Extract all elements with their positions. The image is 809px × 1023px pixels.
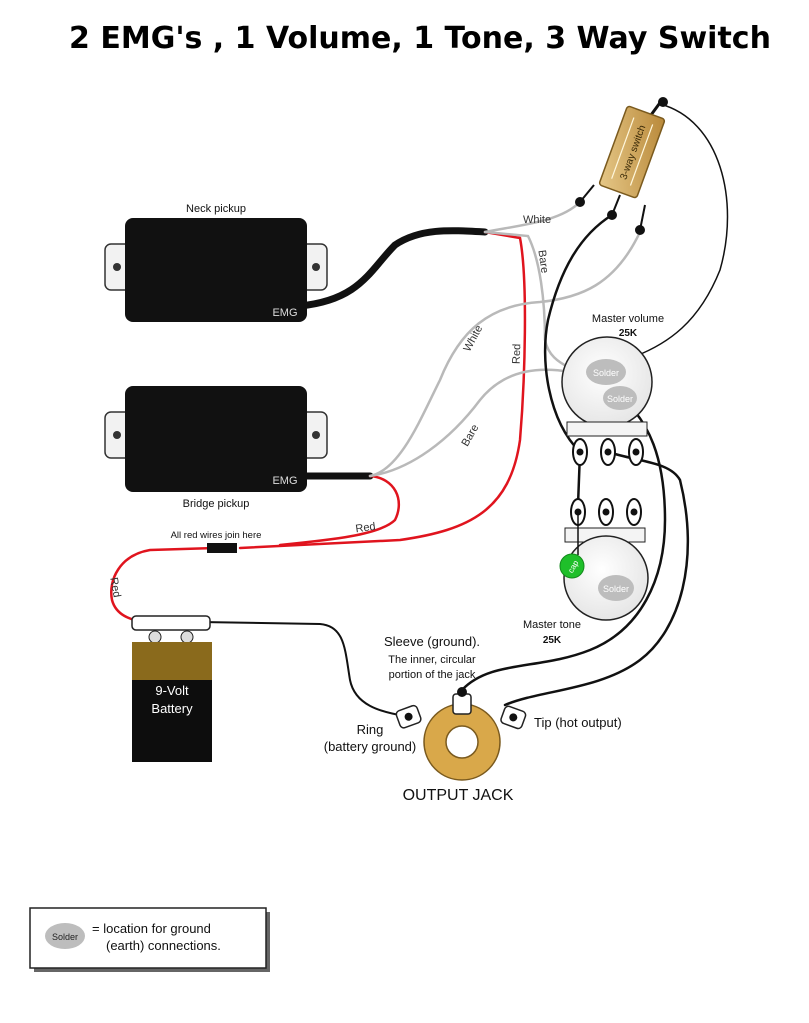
sleeve-label-line3: portion of the jack (389, 669, 476, 681)
bridge-pickup-brand: EMG (272, 475, 297, 487)
tone-value: 25K (543, 635, 562, 646)
volume-label: Master volume (592, 313, 664, 325)
bridge-white-wire (368, 230, 642, 478)
ground-to-sleeve-wire (460, 393, 667, 692)
battery-top (132, 642, 212, 680)
red-wire-join: All red wires join here (171, 530, 262, 553)
volume-pot-base (566, 421, 648, 437)
volume-to-tip-wire (503, 450, 690, 707)
volume-solder-top-label: Solder (593, 368, 619, 378)
sleeve-label-line2: The inner, circular (388, 654, 476, 666)
legend-text-line1: = location for ground (92, 921, 211, 936)
volume-pot: Master volume 25K Solder Solder (561, 313, 664, 466)
battery-label-line2: Battery (151, 701, 193, 716)
sleeve-label-line1: Sleeve (ground). (384, 634, 480, 649)
volume-solder-bottom-label: Solder (607, 394, 633, 404)
ring-label-line2: (battery ground) (324, 739, 417, 754)
neck-pickup-brand: EMG (272, 307, 297, 319)
join-label: All red wires join here (171, 530, 262, 541)
diagram-title: 2 EMG's , 1 Volume, 1 Tone, 3 Way Switch (69, 21, 771, 56)
tone-pot: Solder cap Master tone 25K (523, 498, 649, 646)
bridge-red-wire (278, 474, 401, 547)
battery-ground-wire (199, 621, 406, 717)
output-jack-label: OUTPUT JACK (403, 787, 514, 804)
jack-hole (445, 725, 479, 759)
neck-pickup: Neck pickup EMG (104, 203, 328, 322)
tone-solder-label: Solder (603, 584, 629, 594)
bridge-pickup-screw-left (113, 431, 121, 439)
neck-cable (296, 227, 489, 310)
bridge-bare-wire (368, 368, 572, 478)
wire-label-red-left: Red (107, 576, 122, 598)
neck-red-wire (238, 230, 527, 550)
tone-solder (598, 575, 634, 601)
legend-text-line2: (earth) connections. (106, 938, 221, 953)
legend-solder-icon (45, 923, 85, 949)
join-sleeve (207, 543, 237, 553)
output-jack: Sleeve (ground). The inner, circular por… (324, 634, 622, 804)
volume-solder-top (586, 359, 626, 385)
wire-label-bare-mid: Bare (459, 422, 481, 448)
jack-sleeve-point (457, 687, 467, 697)
bridge-pickup-screw-right (312, 431, 320, 439)
battery-red-wire (110, 546, 217, 624)
tone-label: Master tone (523, 619, 581, 631)
switch-ground-wire (624, 103, 729, 361)
neck-pickup-screw-right (312, 263, 320, 271)
neck-pickup-body (125, 218, 307, 322)
legend: Solder = location for ground (earth) con… (29, 907, 270, 972)
neck-pickup-label: Neck pickup (186, 203, 246, 215)
neck-pickup-screw-left (113, 263, 121, 271)
battery-body (132, 680, 212, 762)
ring-label-line1: Ring (357, 722, 384, 737)
tone-capacitor (559, 553, 585, 579)
switch-to-volume-wire (543, 213, 614, 454)
switch-body (598, 105, 666, 199)
bridge-pickup: EMG Bridge pickup (104, 386, 328, 510)
switch-lever-tip (658, 97, 668, 107)
neck-bare-wire (483, 230, 572, 370)
neck-white-wire (483, 200, 582, 234)
tip-label: Tip (hot output) (534, 715, 622, 730)
wire-label-white-top: White (523, 214, 551, 226)
three-way-switch: 3-way switch (575, 97, 668, 235)
volume-value: 25K (619, 328, 638, 339)
legend-solder-label: Solder (52, 932, 78, 942)
battery: 9-Volt Battery (131, 615, 212, 762)
bridge-pickup-label: Bridge pickup (183, 498, 250, 510)
battery-snap (131, 615, 211, 631)
battery-label-line1: 9-Volt (155, 683, 189, 698)
wire-label-bare-top: Bare (535, 249, 550, 274)
wire-label-red-mid: Red (511, 344, 524, 365)
volume-solder-bottom (603, 386, 637, 410)
bridge-pickup-body (125, 386, 307, 492)
wire-label-red-bottom: Red (355, 521, 377, 536)
